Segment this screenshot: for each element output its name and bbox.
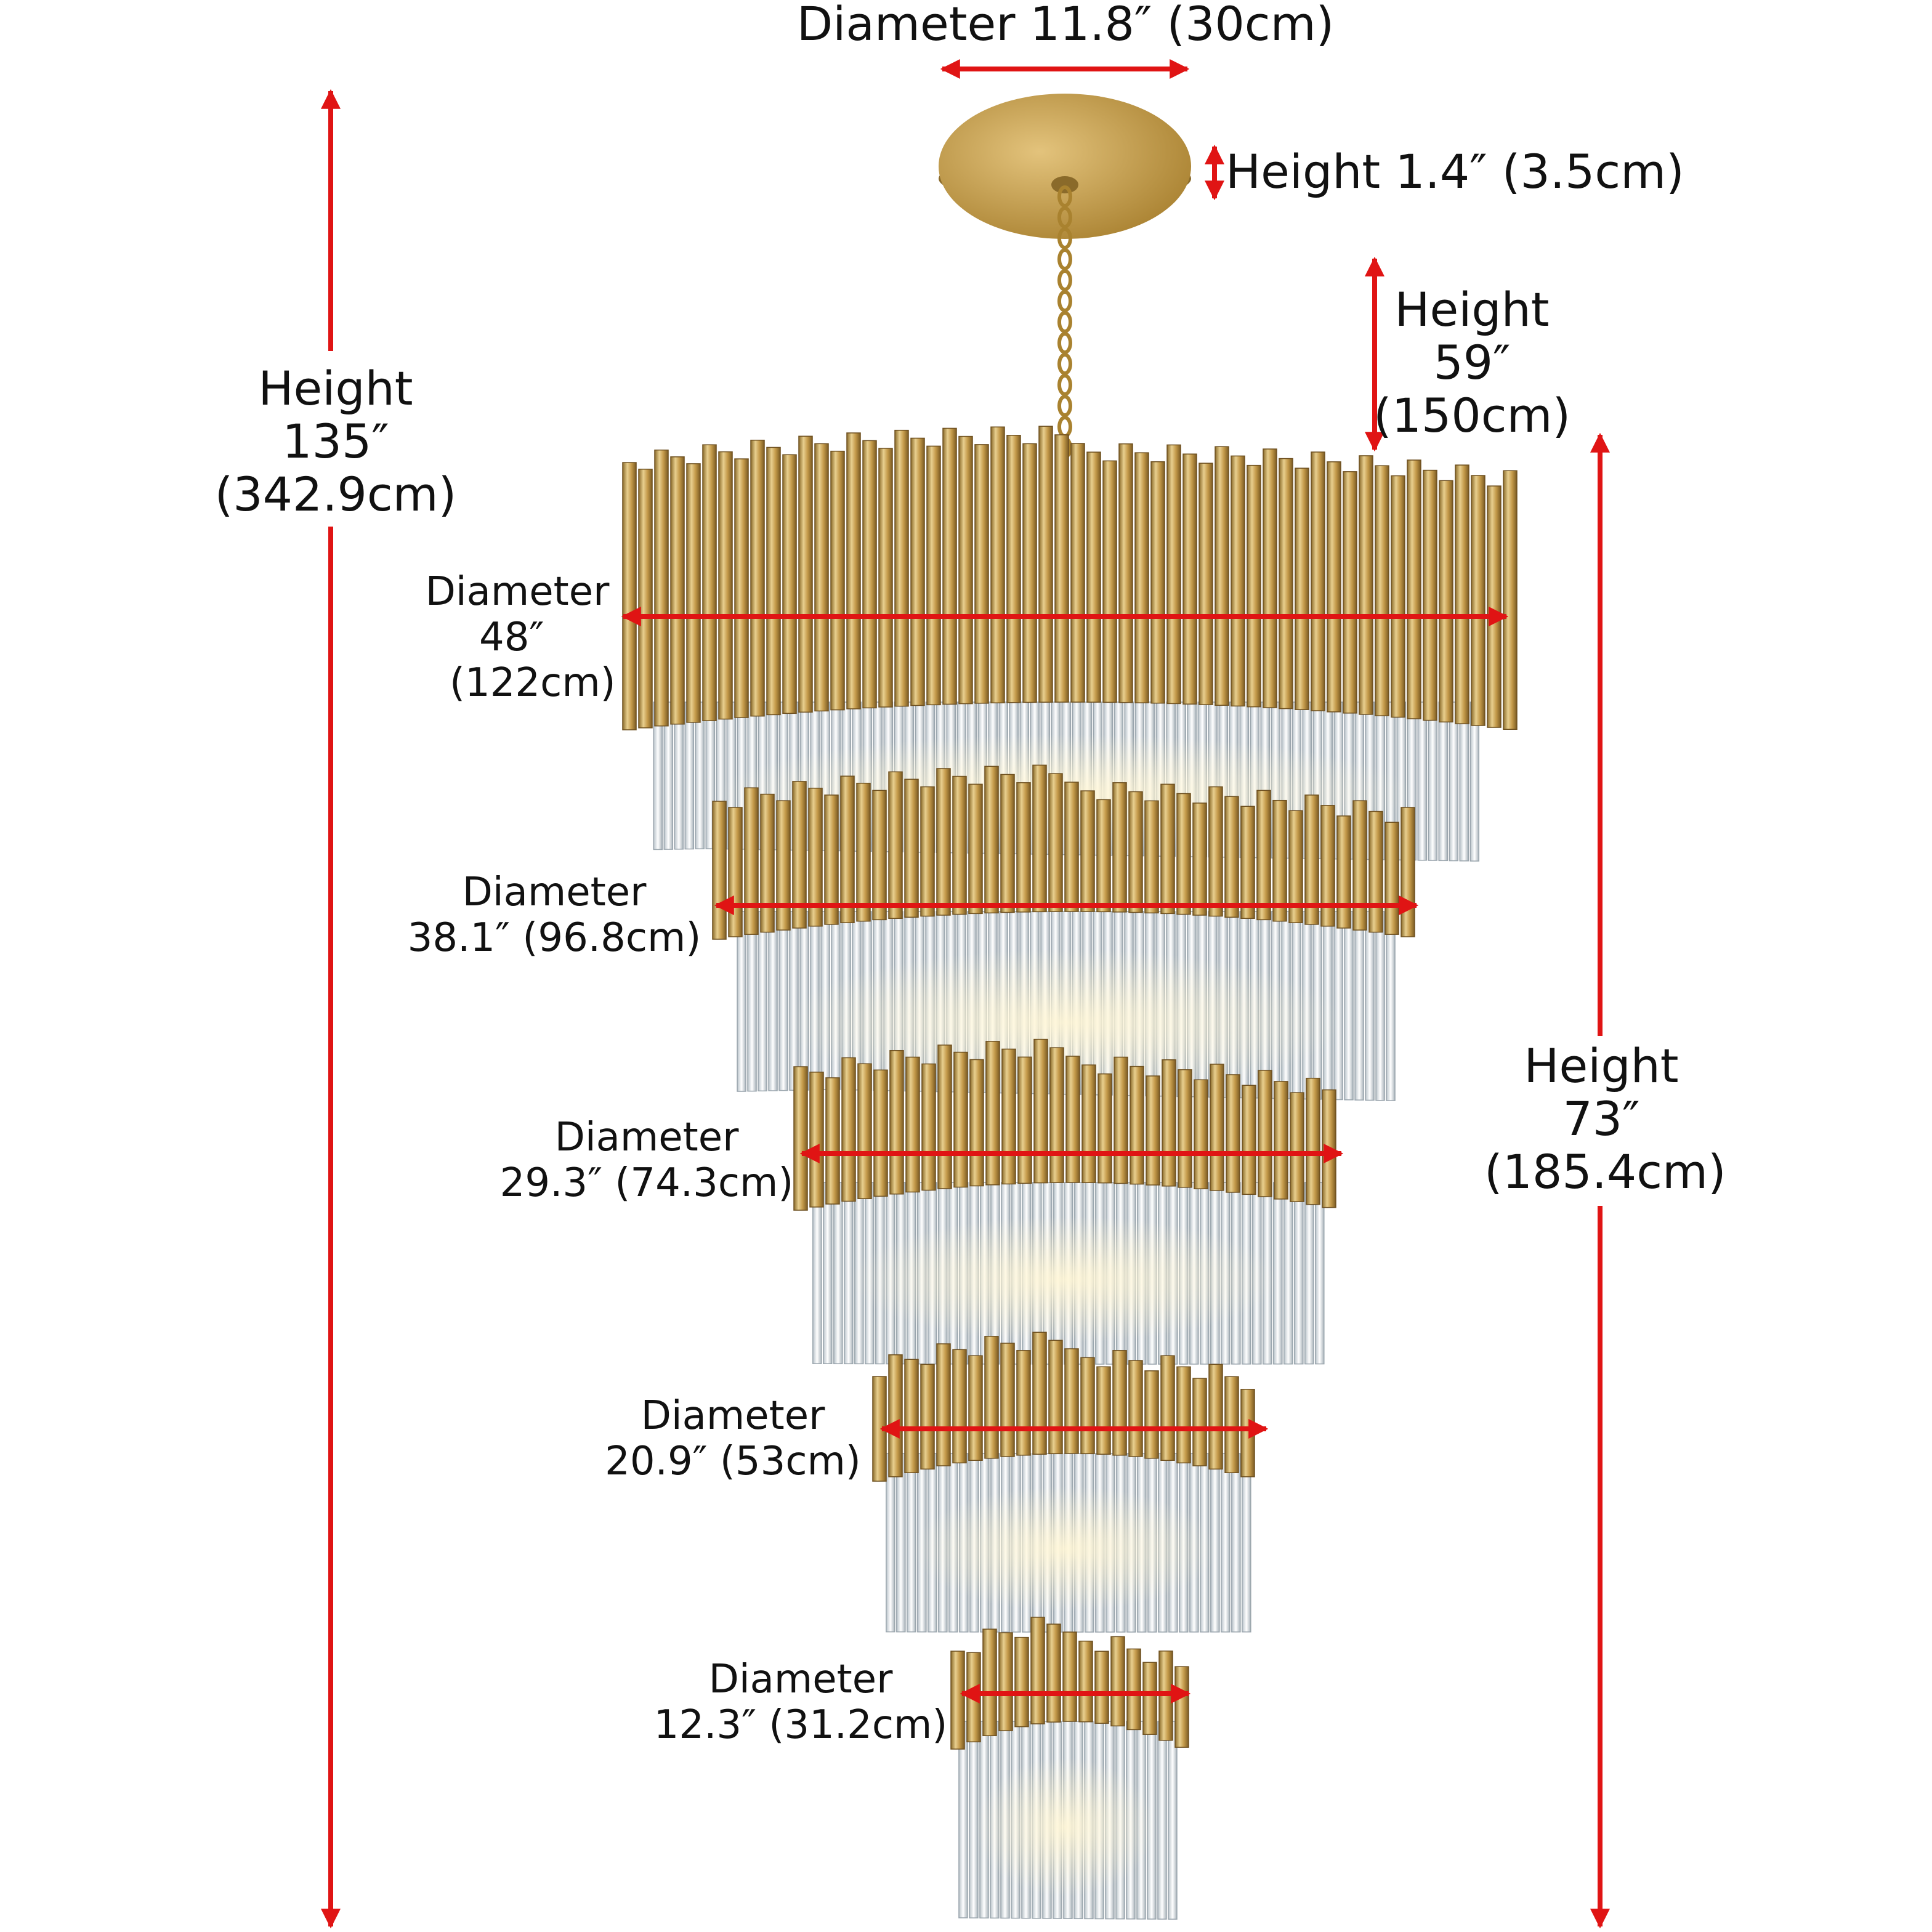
chain-height-cm: (150cm) [1373,388,1571,443]
body-height-cm: (185.4cm) [1484,1144,1726,1199]
chain-height-label: Height 59″ (150cm) [1373,283,1570,442]
overall-height-title: Height [258,361,413,416]
chain-link [1057,185,1072,208]
canopy-height-label: Height 1.4″ (3.5cm) [1226,145,1684,198]
tier-1-cm: (122cm) [450,660,616,706]
tier-4-size: 20.9″ (53cm) [605,1439,861,1484]
canopy-diameter-label: Diameter 11.8″ (30cm) [773,0,1358,51]
canopy [939,94,1191,239]
tier-4-diameter-label: Diameter 20.9″ (53cm) [591,1393,875,1484]
tier-1-diameter-label: Diameter 48″ (122cm) [425,569,616,706]
tier-1-title: Diameter [425,569,610,615]
canopy-diameter-text: Diameter 11.8″ (30cm) [796,0,1335,51]
tier-5-diameter-label: Diameter 12.3″ (31.2cm) [653,1657,948,1748]
tier-5-size: 12.3″ (31.2cm) [653,1702,948,1748]
chain-height-inches: 59″ [1433,335,1511,390]
chain-link [1057,416,1072,438]
tier-4-glow [913,1486,1217,1612]
tier-5-glow [974,1757,1155,1897]
tier-3-size: 29.3″ (74.3cm) [499,1160,794,1206]
tier-1-brass-band [622,426,1518,730]
overall-height-cm: (342.9cm) [214,467,457,522]
overall-height-inches: 135″ [282,414,389,469]
chain-link [1057,332,1072,354]
canopy-height-text: Height 1.4″ (3.5cm) [1226,144,1684,199]
body-height-title: Height [1524,1038,1679,1093]
tier-5-title: Diameter [708,1657,893,1702]
body-height-inches: 73″ [1562,1091,1640,1146]
chain-link [1057,269,1072,291]
tier-2-diameter-label: Diameter 38.1″ (96.8cm) [406,870,702,961]
chandelier-tiers [622,426,1518,1920]
tier-3-diameter-label: Diameter 29.3″ (74.3cm) [499,1115,794,1206]
body-height-label: Height 73″ (185.4cm) [1484,1038,1726,1199]
chain-link [1057,290,1072,312]
chain-link [1057,395,1072,417]
tier-5 [950,1617,1189,1920]
chain-height-title: Height [1394,282,1550,337]
chain-link [1057,206,1072,228]
tier-1-inches: 48″ [479,615,544,660]
tier-2-glow [786,949,1344,1096]
chain-link [1057,227,1072,249]
tier-4 [872,1332,1255,1633]
tier-3-glow [851,1216,1279,1343]
chain-link [1057,311,1072,333]
tier-2-title: Diameter [462,870,647,915]
chain-link [1057,248,1072,270]
tier-3-title: Diameter [554,1115,739,1160]
dimension-arrows [321,59,1610,1929]
chain-link [1057,374,1072,396]
chain-link [1057,353,1072,375]
overall-height-label: Height 135″ (342.9cm) [212,362,459,521]
tier-4-title: Diameter [641,1393,825,1439]
tier-2-size: 38.1″ (96.8cm) [407,915,701,961]
